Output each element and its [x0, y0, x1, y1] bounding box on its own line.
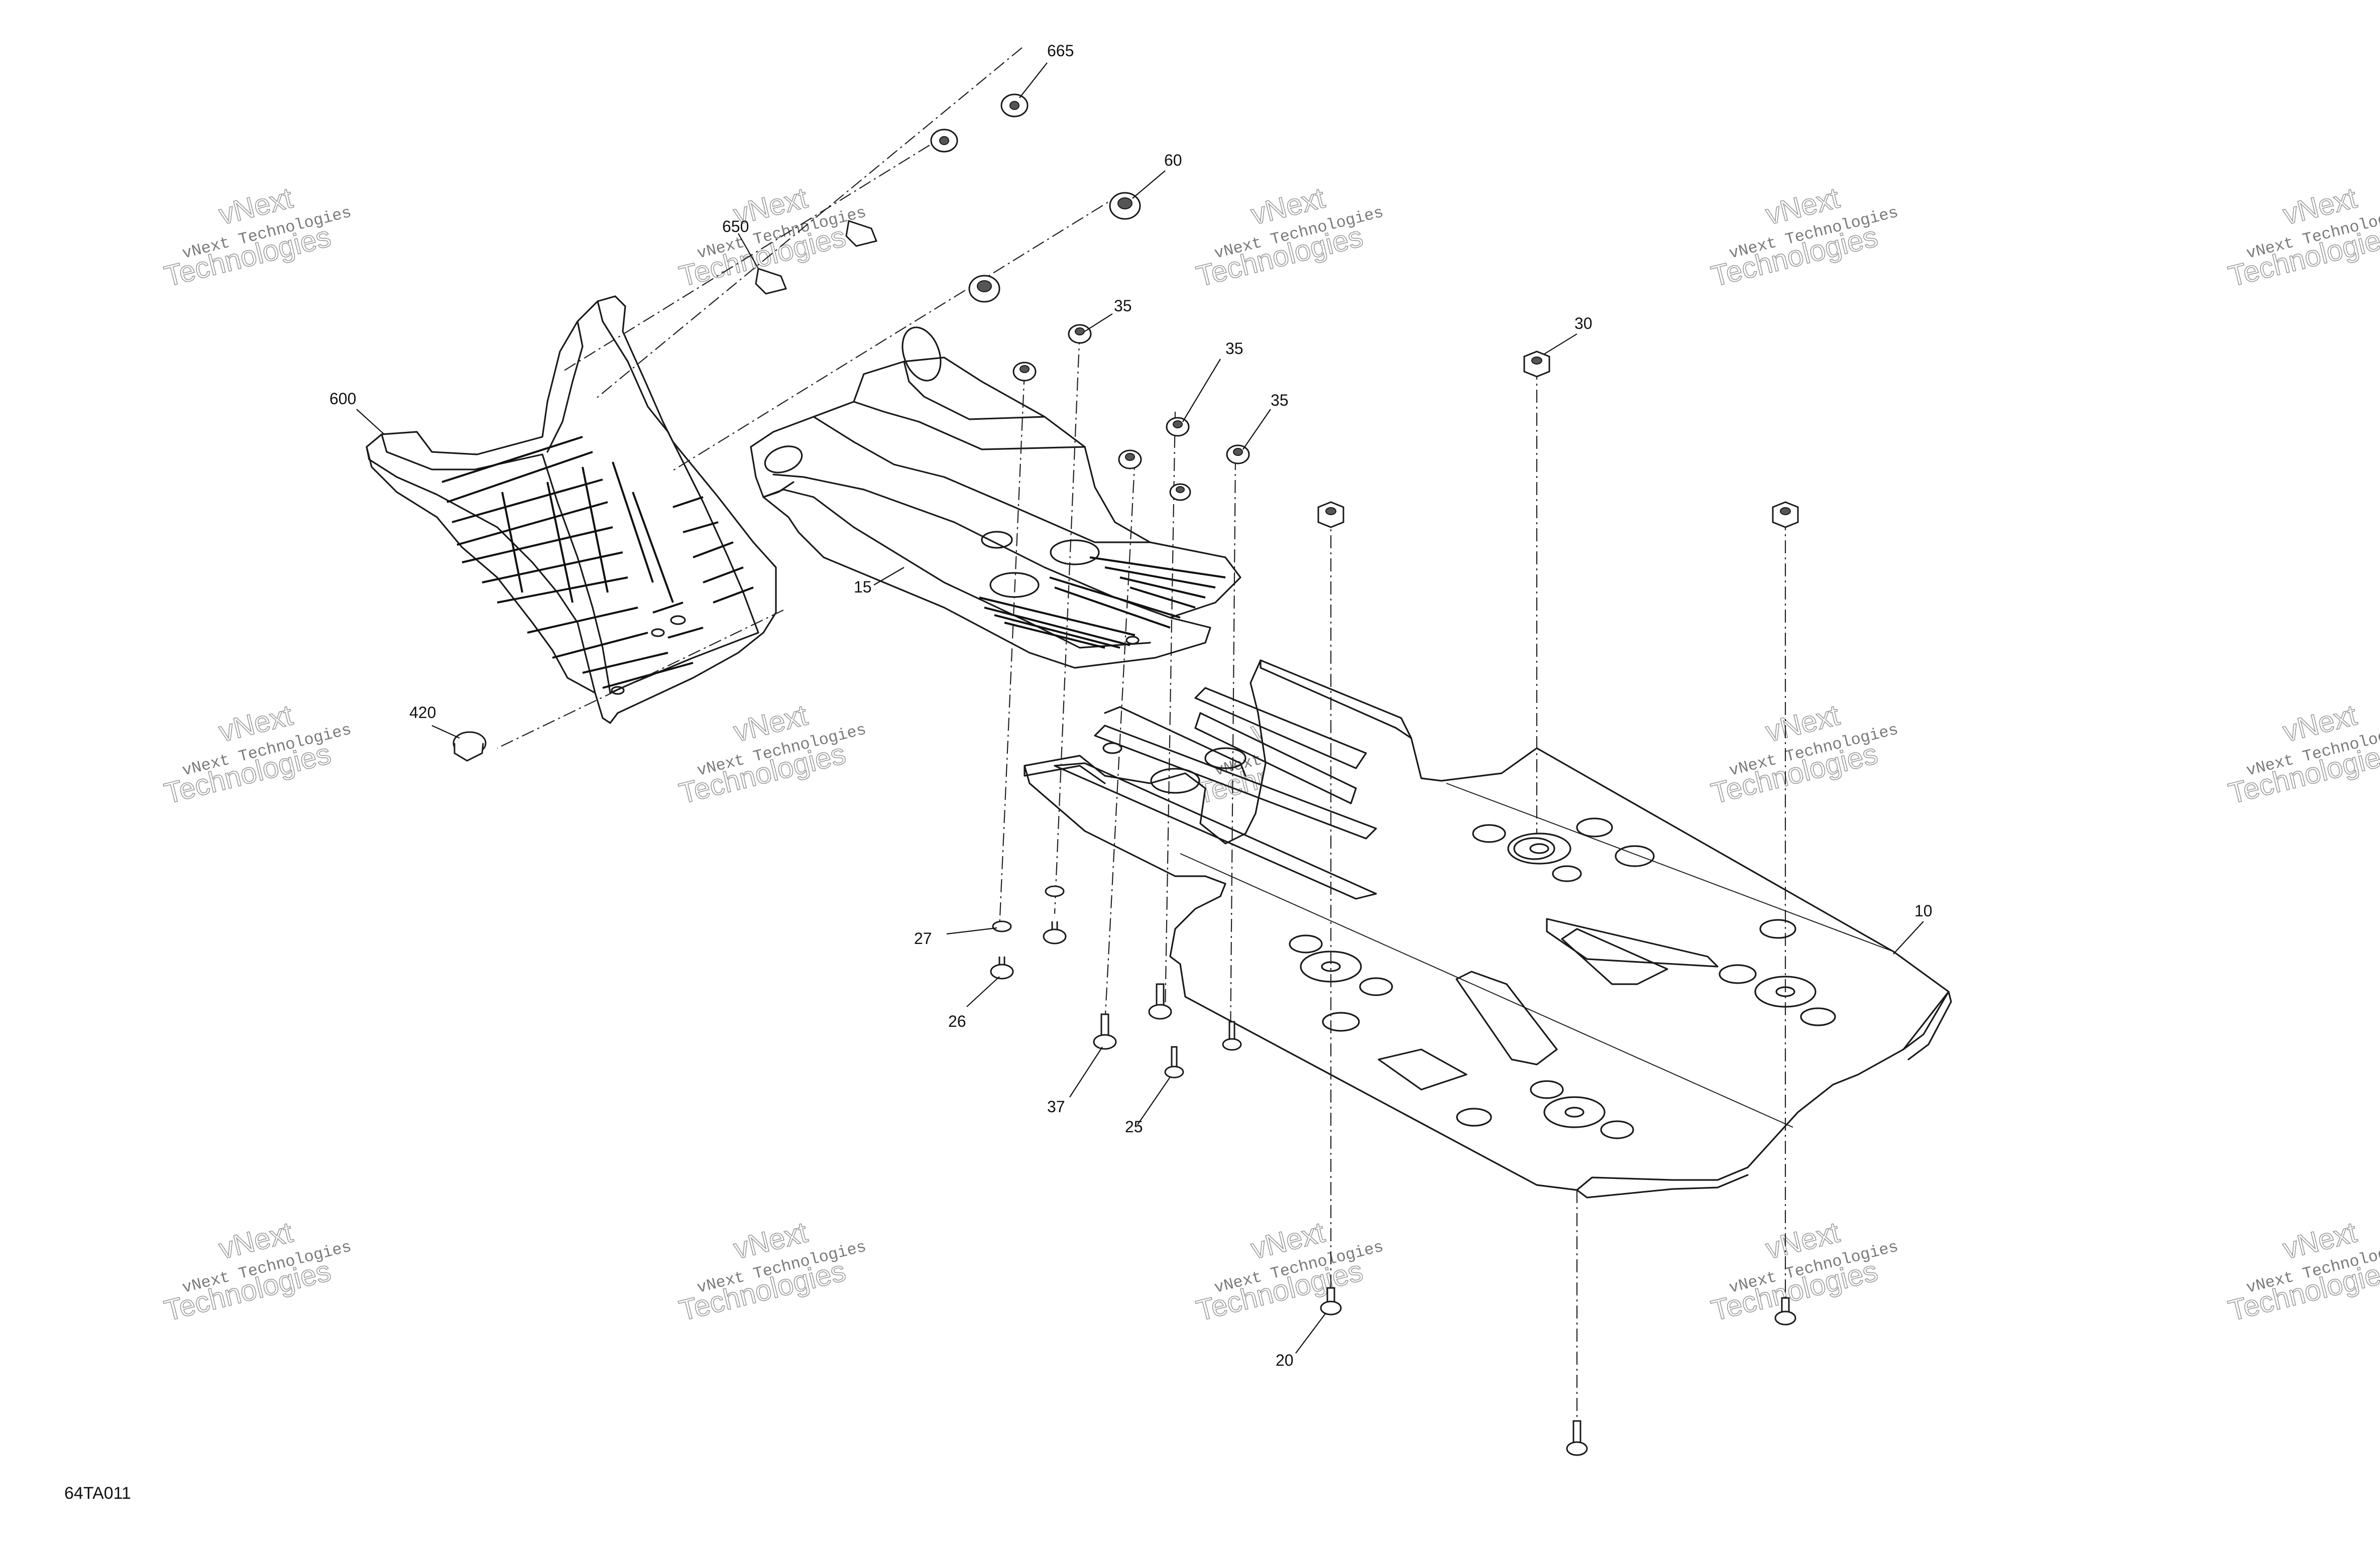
callout-30: 30 — [1574, 314, 1593, 332]
callout-665: 665 — [1047, 42, 1074, 60]
callout-650: 650 — [722, 217, 749, 235]
nut-35-b-icon — [1012, 362, 1037, 382]
screw-665-b-icon — [930, 129, 958, 153]
bolt-37-a-icon — [1093, 1013, 1117, 1050]
bolt-26-b-icon — [1043, 921, 1067, 944]
nut-30-c-icon — [1772, 501, 1799, 528]
callout-10: 10 — [1914, 902, 1933, 920]
bolt-25-b-icon — [1222, 1021, 1242, 1051]
nut-30-b-icon — [1317, 501, 1344, 528]
callout-35-b: 35 — [1225, 339, 1243, 358]
nut-30-a-icon — [1523, 350, 1550, 378]
bolt-420-icon — [452, 731, 487, 762]
nut-35-a-icon — [1068, 324, 1092, 344]
washer-27-b-icon — [1045, 885, 1065, 897]
clip-650-a-icon — [845, 220, 878, 247]
bolt-37-b-icon — [1148, 983, 1172, 1020]
washer-27-a-icon — [992, 920, 1012, 932]
callout-420: 420 — [409, 703, 436, 722]
nut-35-d-icon — [1118, 449, 1142, 469]
screw-665-a-icon — [1000, 93, 1029, 117]
bolt-26-a-icon — [990, 957, 1014, 980]
callout-20: 20 — [1276, 1351, 1294, 1369]
nut-35-c-icon — [1166, 417, 1190, 437]
callout-25: 25 — [1125, 1118, 1143, 1136]
callout-15: 15 — [854, 578, 872, 596]
leader-lines — [356, 62, 1924, 1354]
bolt-20-c-icon — [1566, 1420, 1588, 1456]
assembly-axis-lines — [497, 47, 1786, 1446]
bolt-20-b-icon — [1774, 1297, 1796, 1326]
callout-35-c: 35 — [1271, 391, 1289, 409]
callout-600: 600 — [329, 390, 356, 408]
callout-35-a: 35 — [1114, 297, 1132, 315]
callout-labels: 665 60 650 35 35 35 30 600 15 420 10 27 … — [329, 42, 1933, 1369]
diagram-reference-code: 64TA011 — [64, 1484, 131, 1503]
nut-35-e-icon — [1226, 444, 1250, 464]
skid-plate-15 — [750, 326, 1241, 669]
hardware — [452, 93, 1799, 1456]
callout-60: 60 — [1164, 151, 1182, 169]
skid-plate-10 — [1024, 659, 1952, 1199]
bolt-25-a-icon — [1164, 1046, 1184, 1079]
bolt-20-a-icon — [1320, 1287, 1342, 1316]
callout-27: 27 — [914, 929, 932, 947]
callout-37: 37 — [1047, 1098, 1065, 1116]
nut-35-f-icon — [1169, 483, 1191, 501]
nut-60-a-icon — [1109, 192, 1141, 220]
nut-60-b-icon — [968, 275, 1000, 303]
clip-650-b-icon — [755, 268, 787, 295]
guard-600 — [366, 295, 777, 724]
callout-26: 26 — [948, 1012, 966, 1030]
